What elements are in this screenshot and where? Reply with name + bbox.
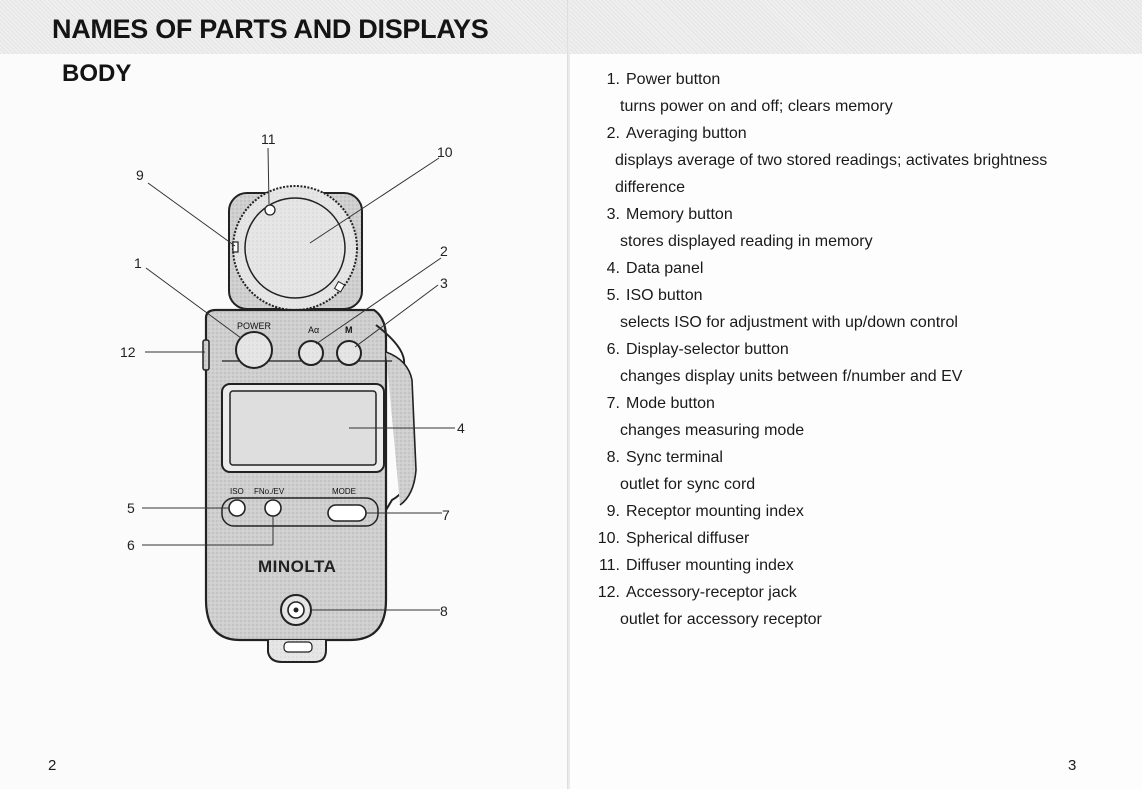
item-name: Memory button	[626, 206, 733, 223]
callout-6: 6	[127, 537, 135, 553]
item-number: 12.	[597, 584, 620, 601]
right-page: 1. Power button turns power on and off; c…	[570, 0, 1142, 789]
list-item: 1. Power button	[590, 66, 1047, 93]
item-description: stores displayed reading in memory	[620, 233, 873, 250]
leader-lines	[142, 147, 455, 611]
item-name: ISO button	[626, 287, 703, 304]
list-item: 6. Display-selector button	[590, 336, 1047, 363]
light-meter-diagram: POWER Aα M ISO FNo./EV MODE MINOLTA	[120, 131, 465, 663]
list-item: 2. Averaging button	[590, 120, 1047, 147]
callout-7: 7	[442, 507, 450, 523]
item-name: Data panel	[626, 260, 704, 277]
callout-11: 11	[261, 131, 276, 147]
callout-1: 1	[134, 255, 142, 271]
list-item: 4. Data panel	[590, 255, 1047, 282]
list-item: 11. Diffuser mounting index	[590, 552, 1047, 579]
left-page: NAMES OF PARTS AND DISPLAYS BODY	[0, 0, 568, 789]
item-description: selects ISO for adjustment with up/down …	[620, 314, 958, 331]
item-name: Receptor mounting index	[626, 503, 804, 520]
callout-3: 3	[440, 275, 448, 291]
iso-label: ISO	[230, 487, 244, 496]
item-number: 11.	[598, 557, 620, 574]
callout-4: 4	[457, 420, 465, 436]
item-description: displays average of two stored readings;…	[615, 152, 1048, 169]
callout-numbers: 11 10 9 1 2 3 12 4 5 6 7 8	[120, 131, 465, 619]
item-number: 10.	[597, 530, 620, 547]
averaging-button-shape	[298, 340, 324, 366]
callout-2: 2	[440, 243, 448, 259]
item-description: outlet for accessory receptor	[620, 611, 822, 628]
receptor-index-mark	[232, 241, 239, 253]
item-number: 1.	[606, 71, 620, 88]
fno-ev-label: FNo./EV	[254, 487, 285, 496]
callout-9: 9	[136, 167, 144, 183]
item-number: 7.	[606, 395, 620, 412]
iso-button-shape	[228, 499, 246, 517]
list-item: 3. Memory button	[590, 201, 1047, 228]
list-item: 12. Accessory-receptor jack	[590, 579, 1047, 606]
callout-10: 10	[437, 144, 453, 160]
item-number: 2.	[606, 125, 620, 142]
lower-button-row: ISO FNo./EV MODE	[221, 487, 379, 527]
parts-list: 1. Power button turns power on and off; c…	[590, 66, 1047, 633]
diffuser-index-dot	[264, 204, 276, 216]
title-band-right	[570, 0, 1142, 54]
memory-label: M	[345, 325, 353, 335]
item-number: 9.	[606, 503, 620, 520]
item-number: 4.	[606, 260, 620, 277]
display-selector-button-shape	[264, 499, 282, 517]
item-number: 6.	[606, 341, 620, 358]
item-description: turns power on and off; clears memory	[620, 98, 893, 115]
item-name: Power button	[626, 71, 721, 88]
item-name: Accessory-receptor jack	[626, 584, 797, 601]
list-item: 7. Mode button	[590, 390, 1047, 417]
item-name: Sync terminal	[626, 449, 723, 466]
page-number-right: 3	[1068, 757, 1077, 774]
list-item: 9. Receptor mounting index	[590, 498, 1047, 525]
list-item: 5. ISO button	[590, 282, 1047, 309]
mode-label: MODE	[332, 487, 356, 496]
item-name: Diffuser mounting index	[626, 557, 794, 574]
brand-logo-text: MINOLTA	[258, 557, 336, 576]
list-item: 10. Spherical diffuser	[590, 525, 1047, 552]
item-description: difference	[615, 179, 685, 196]
receptor-head	[228, 185, 363, 311]
callout-5: 5	[127, 500, 135, 516]
page-gutter	[567, 0, 571, 789]
item-name: Display-selector button	[626, 341, 789, 358]
sync-terminal	[280, 594, 312, 626]
item-number: 3.	[606, 206, 620, 223]
callout-8: 8	[440, 603, 448, 619]
item-description: outlet for sync cord	[620, 476, 756, 493]
callout-12: 12	[120, 344, 136, 360]
averaging-label: Aα	[308, 325, 319, 335]
item-name: Averaging button	[626, 125, 747, 142]
power-label: POWER	[237, 321, 272, 331]
item-number: 8.	[606, 449, 620, 466]
item-description: changes measuring mode	[620, 422, 805, 439]
title-band	[0, 0, 568, 54]
item-name: Spherical diffuser	[626, 530, 750, 547]
list-item: 8. Sync terminal	[590, 444, 1047, 471]
page-number-left: 2	[48, 757, 57, 774]
page-title: NAMES OF PARTS AND DISPLAYS	[52, 14, 489, 44]
item-description: changes display units between f/number a…	[620, 368, 963, 385]
top-button-row: POWER Aα M	[222, 321, 392, 369]
data-panel	[221, 383, 385, 473]
item-name: Mode button	[626, 395, 715, 412]
item-number: 5.	[606, 287, 620, 304]
section-subtitle: BODY	[62, 60, 132, 87]
power-button-shape	[235, 331, 273, 369]
mode-button-shape	[327, 504, 367, 522]
